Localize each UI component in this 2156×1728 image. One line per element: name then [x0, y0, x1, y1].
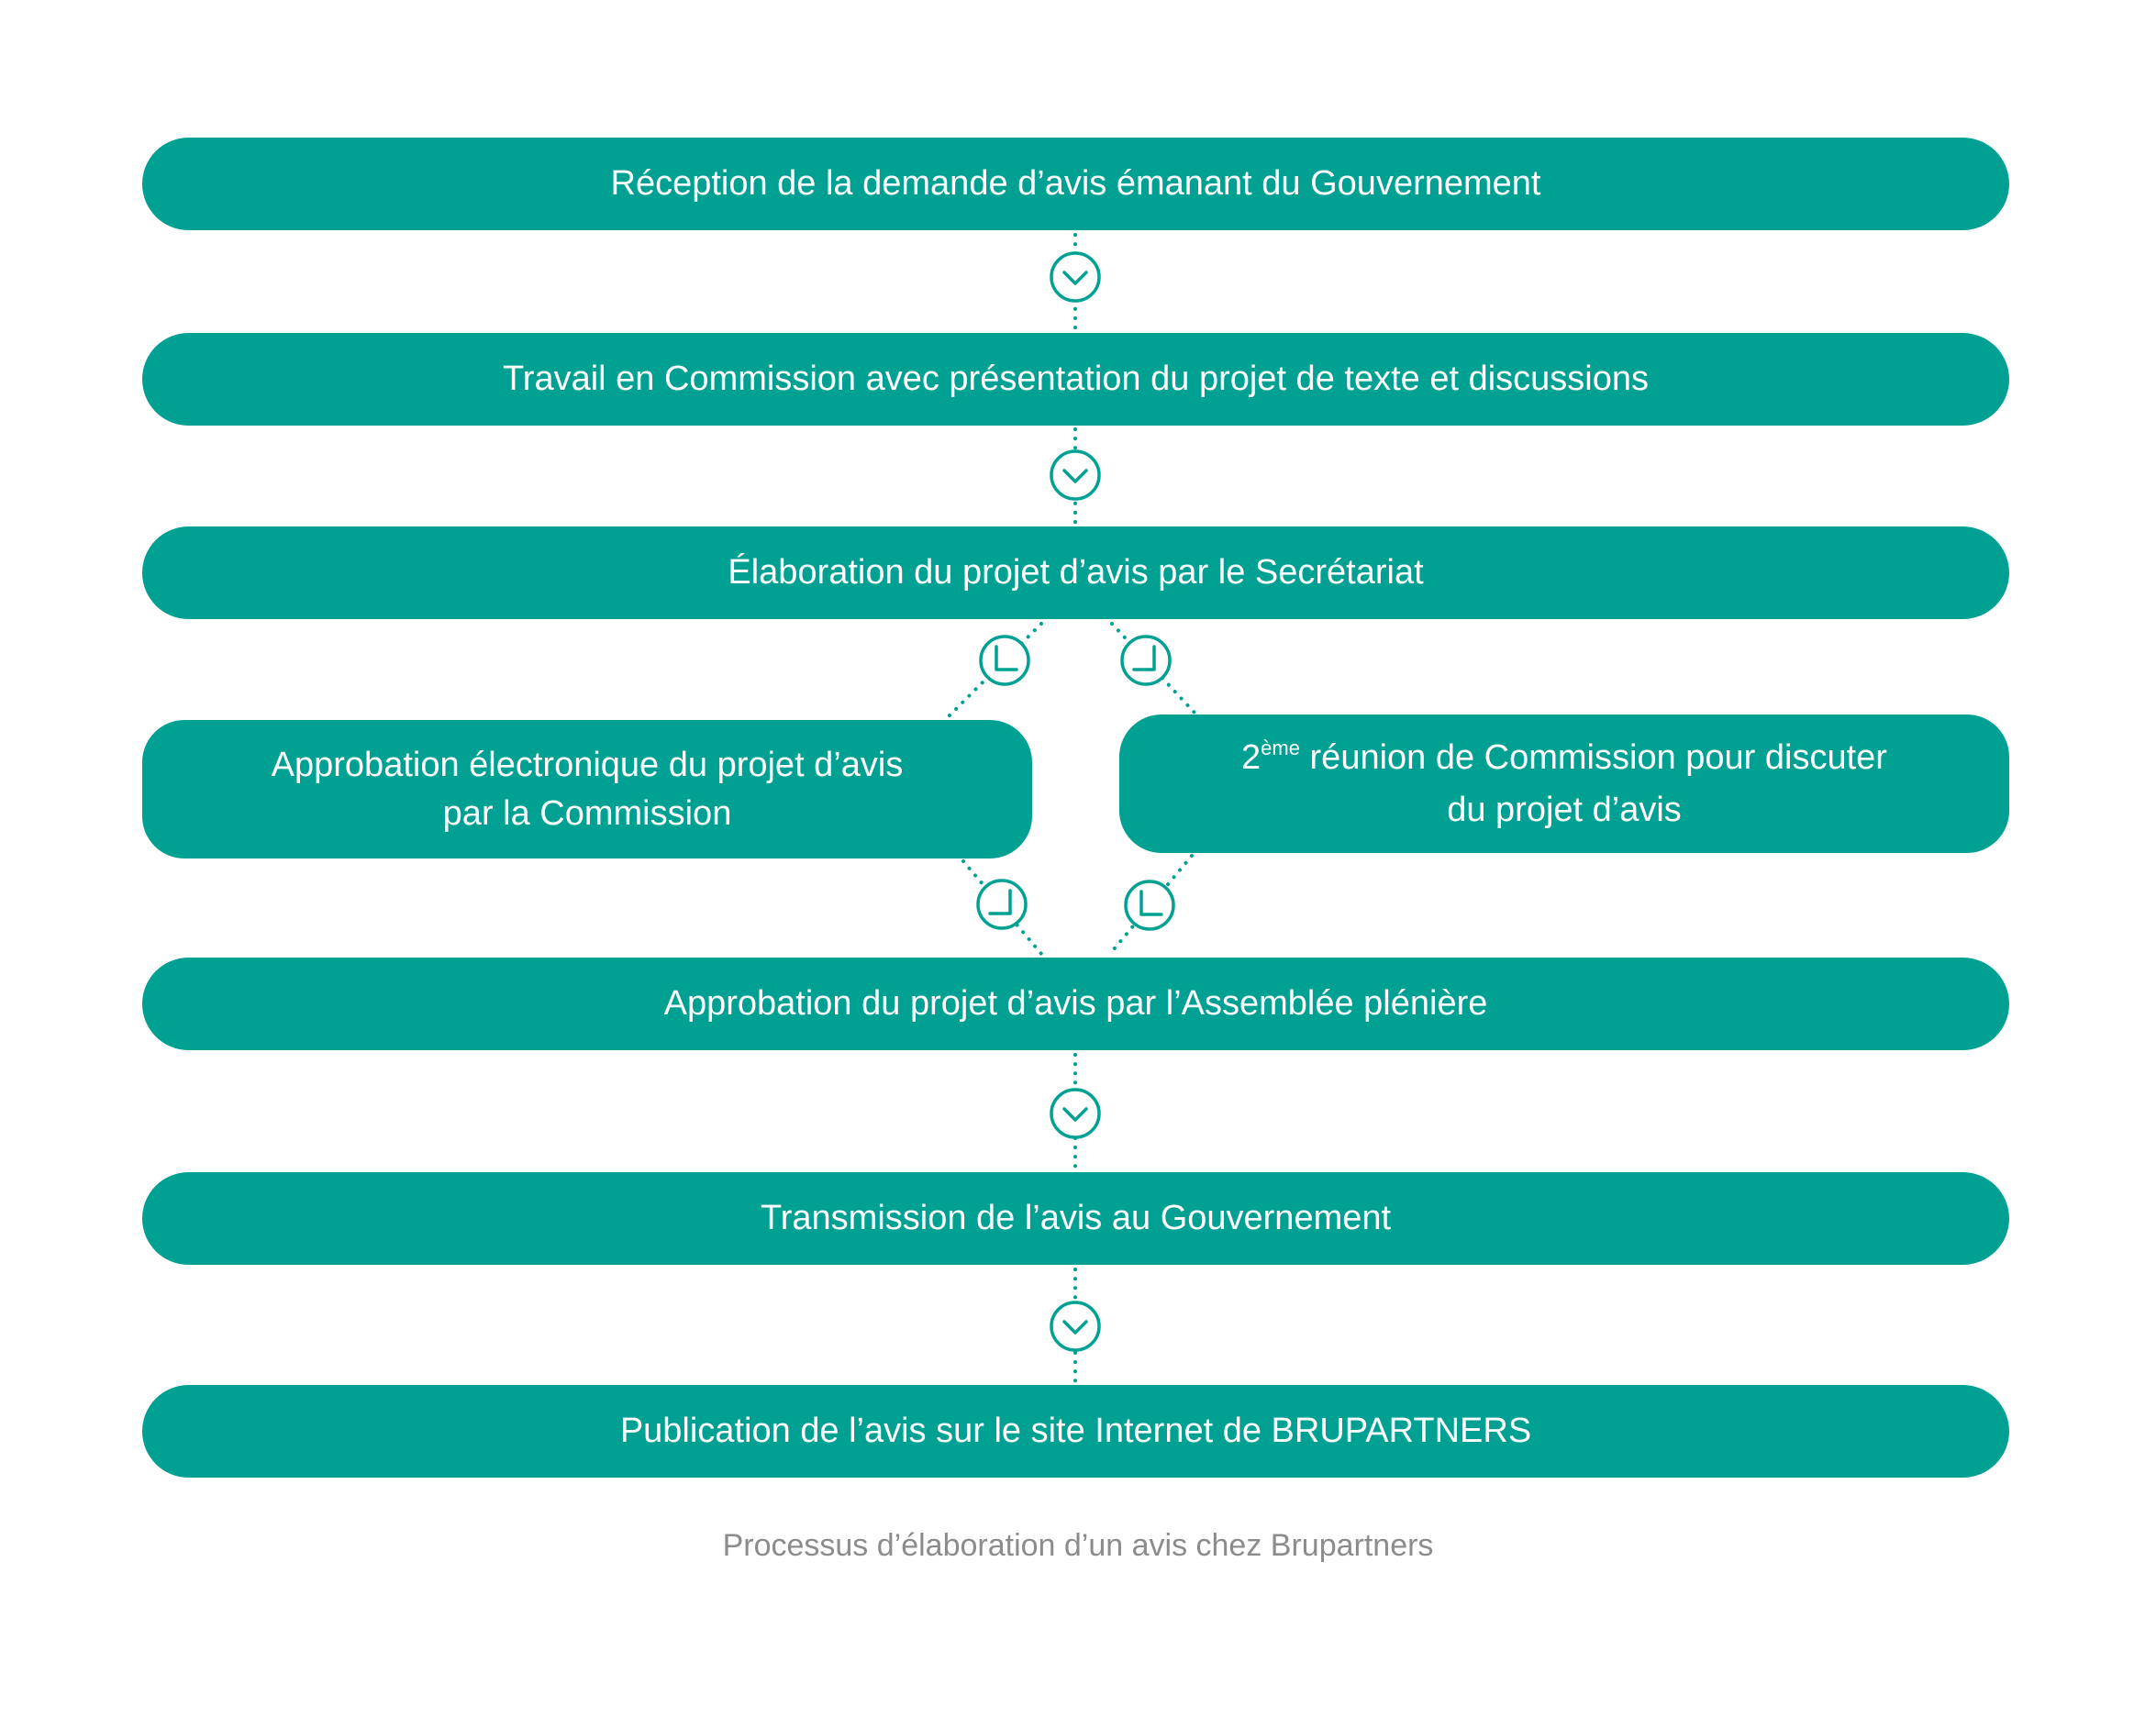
chevron-down-icon	[1050, 1088, 1101, 1139]
chevron-down-icon	[1050, 449, 1101, 501]
step-reception: Réception de la demande d’avis émanant d…	[142, 138, 2009, 230]
connector-line	[961, 859, 1044, 957]
icon-ring	[1124, 880, 1175, 931]
chevron-down-icon	[1050, 1301, 1101, 1352]
branch-label-line: Approbation électronique du projet d’avi…	[271, 745, 904, 784]
step-transmission: Transmission de l’avis au Gouvernement	[142, 1172, 2009, 1265]
chevron-stroke	[1062, 469, 1088, 483]
branch-label-text: réunion de Commission pour discuter	[1299, 737, 1887, 777]
step-approbation-pleniere: Approbation du projet d’avis par l’Assem…	[142, 958, 2009, 1050]
ordinal-number: 2	[1241, 737, 1261, 777]
chevron-stroke	[1062, 1107, 1088, 1122]
step-label: Transmission de l’avis au Gouvernement	[760, 1199, 1392, 1237]
ordinal-superscript: ème	[1261, 736, 1300, 759]
clock-icon	[1120, 635, 1172, 686]
icon-ring	[1050, 1088, 1101, 1139]
step-travail-commission: Travail en Commission avec présentation …	[142, 333, 2009, 426]
icon-ring	[1050, 449, 1101, 501]
icon-ring	[1120, 635, 1172, 686]
clock-icon	[1124, 880, 1175, 931]
icon-ring	[976, 879, 1028, 930]
step-label: Élaboration du projet d’avis par le Secr…	[728, 553, 1424, 592]
clock-hands	[1139, 890, 1163, 916]
clock-icon	[976, 879, 1028, 930]
connector-line	[945, 622, 1043, 720]
clock-icon	[979, 635, 1030, 686]
icon-ring	[1050, 1301, 1101, 1352]
branch-deuxieme-reunion: 2ème réunion de Commission pour discuter…	[1119, 714, 2009, 853]
clock-hands	[1132, 645, 1156, 671]
step-label: Réception de la demande d’avis émanant d…	[610, 164, 1541, 203]
step-label: Publication de l’avis sur le site Intern…	[619, 1412, 1532, 1450]
clock-hands	[995, 645, 1018, 671]
step-label: Approbation du projet d’avis par l’Assem…	[663, 984, 1488, 1023]
branch-label-line: 2ème réunion de Commission pour discuter	[1241, 734, 1887, 786]
icon-ring	[979, 635, 1030, 686]
branch-label-line: du projet d’avis	[1447, 790, 1682, 829]
branch-approbation-electronique: Approbation électronique du projet d’avi…	[142, 720, 1032, 858]
step-elaboration: Élaboration du projet d’avis par le Secr…	[142, 526, 2009, 619]
clock-hands	[988, 889, 1012, 915]
connector-line	[1110, 622, 1196, 714]
diagram-caption: Processus d’élaboration d’un avis chez B…	[722, 1528, 1434, 1563]
chevron-down-icon	[1050, 251, 1101, 303]
icon-ring	[1050, 251, 1101, 303]
step-publication: Publication de l’avis sur le site Intern…	[142, 1385, 2009, 1478]
step-label: Travail en Commission avec présentation …	[503, 360, 1649, 398]
chevron-stroke	[1062, 271, 1088, 285]
connector-line	[1107, 854, 1194, 957]
branch-label-line: par la Commission	[442, 793, 732, 833]
chevron-stroke	[1062, 1320, 1088, 1335]
